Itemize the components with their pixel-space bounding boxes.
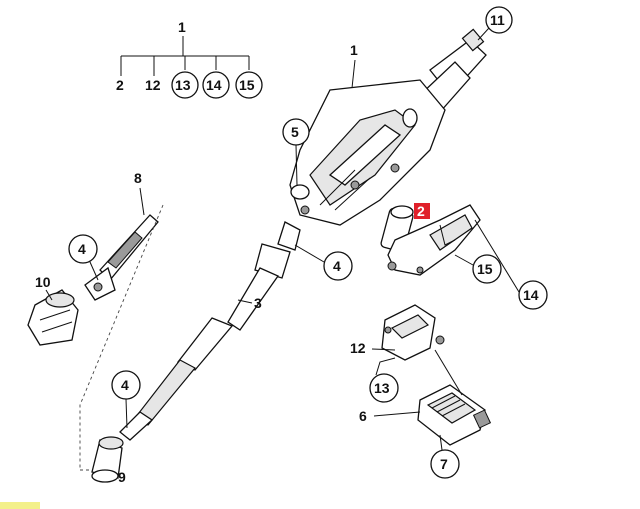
bottom-coupling xyxy=(91,436,124,483)
callout-14-tree: 14 xyxy=(206,77,222,93)
callout-12-tree: 12 xyxy=(145,77,161,93)
callout-6: 6 xyxy=(359,408,367,424)
callout-10: 10 xyxy=(35,274,51,290)
intermediate-shaft xyxy=(119,243,291,441)
callout-4-low: 4 xyxy=(121,377,129,393)
steering-column-housing xyxy=(277,28,487,251)
callout-12: 12 xyxy=(350,340,366,356)
callout-1-housing: 1 xyxy=(350,42,358,58)
callout-15: 15 xyxy=(477,261,493,277)
adjustment-motor xyxy=(380,204,481,276)
callout-4-left: 4 xyxy=(78,241,86,257)
callout-13-tree: 13 xyxy=(175,77,191,93)
control-module xyxy=(417,384,492,446)
lower-joint-assembly xyxy=(27,214,159,346)
callout-2-highlighted: 2 xyxy=(417,203,425,219)
highlight-marker xyxy=(414,203,430,219)
callout-2-tree: 2 xyxy=(116,77,124,93)
callout-9: 9 xyxy=(118,469,126,485)
callout-8: 8 xyxy=(134,170,142,186)
callout-11: 11 xyxy=(490,12,505,28)
callout-15-tree: 15 xyxy=(239,77,255,93)
callout-14: 14 xyxy=(523,287,539,303)
callout-13: 13 xyxy=(374,380,390,396)
callout-3: 3 xyxy=(254,295,262,311)
mounting-bracket xyxy=(381,304,445,361)
callout-7: 7 xyxy=(440,456,448,472)
callout-5: 5 xyxy=(291,124,299,140)
footer-strip xyxy=(0,502,640,509)
callout-4-mid: 4 xyxy=(333,258,341,274)
callout-tree: 1 2 12 13 14 15 xyxy=(116,19,263,99)
callout-1-tree-root: 1 xyxy=(178,19,186,35)
